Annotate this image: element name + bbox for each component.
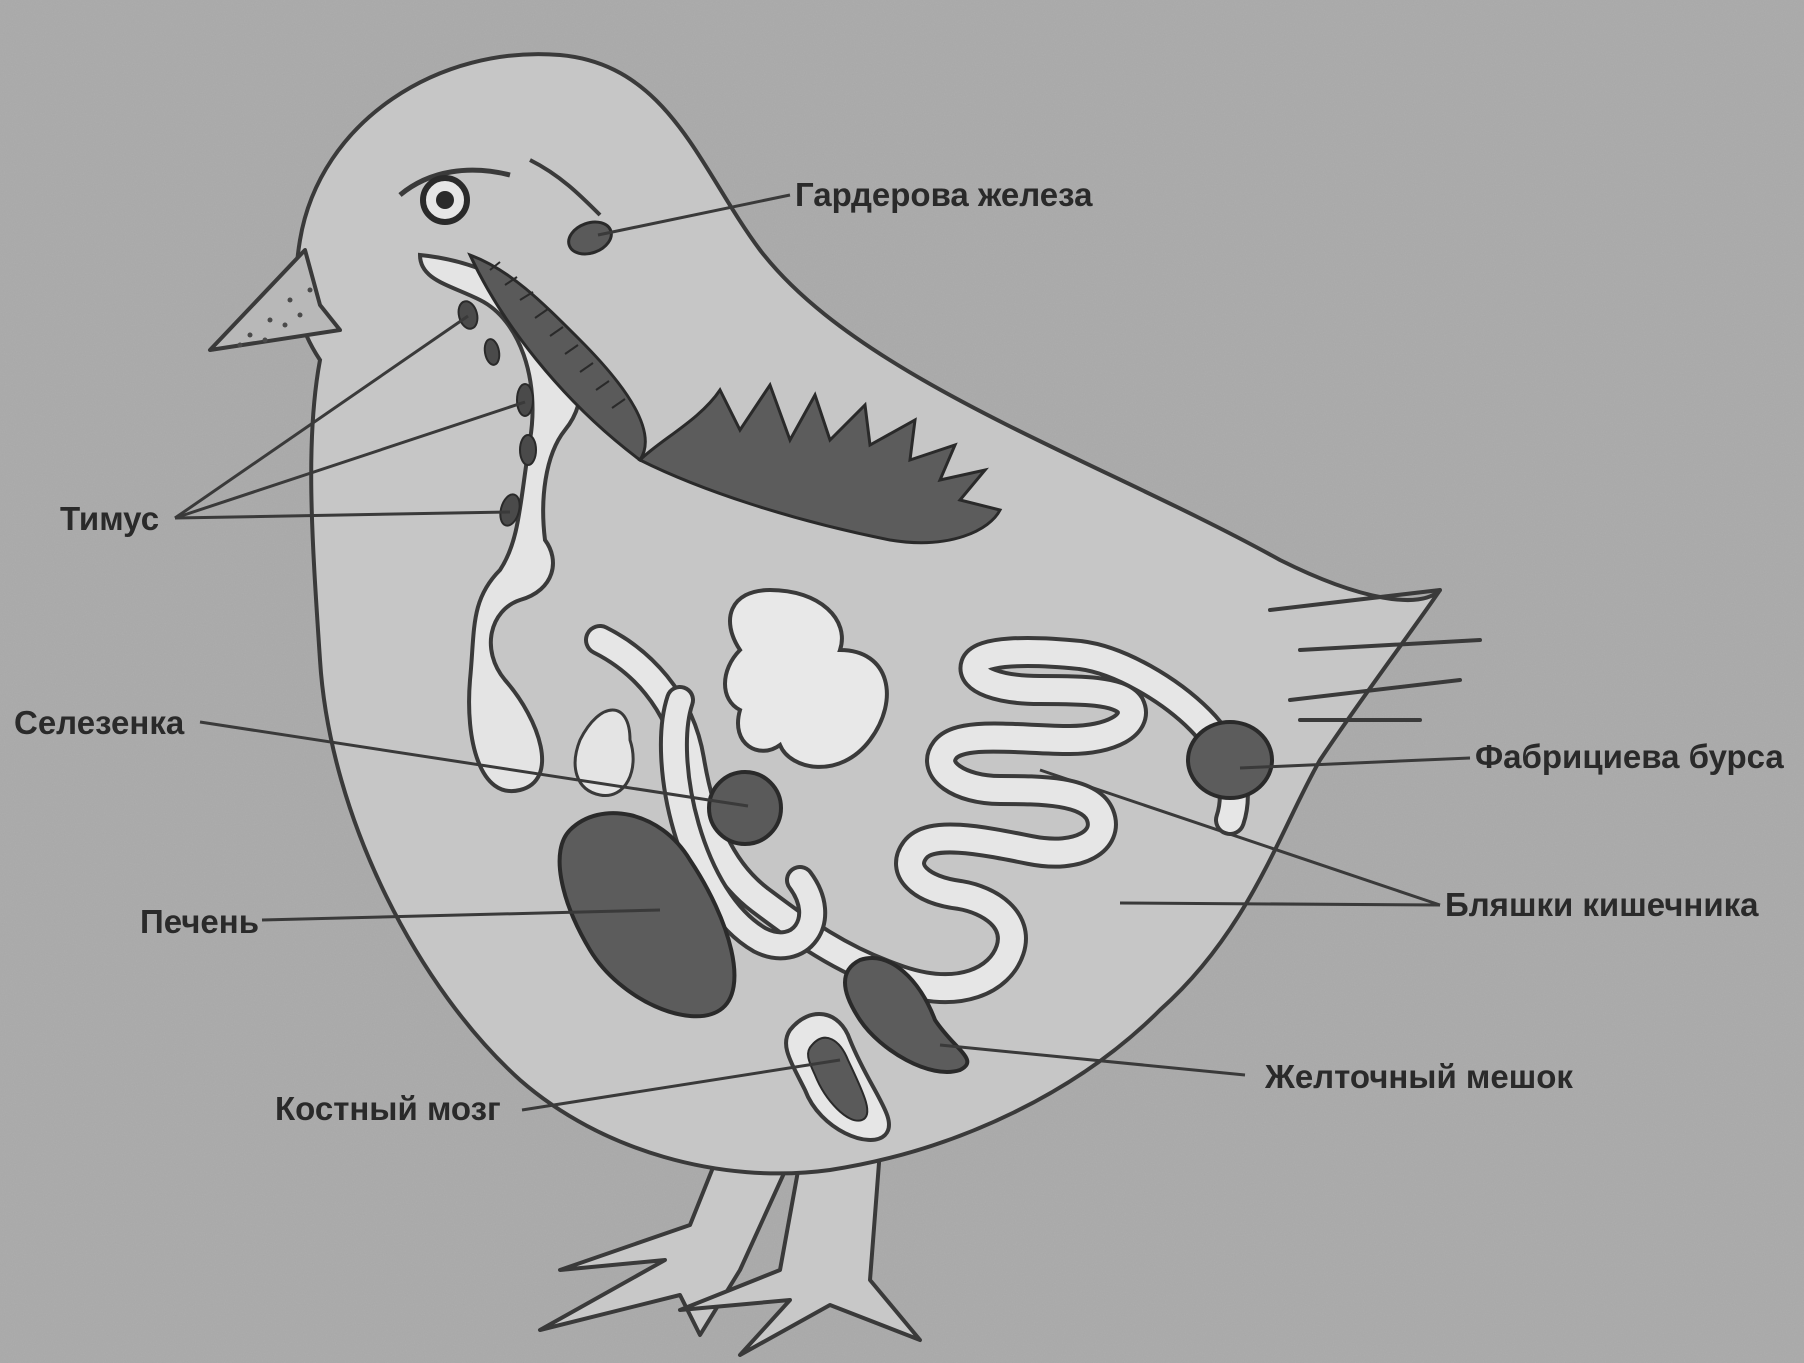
leader-patches-2 xyxy=(1120,903,1440,905)
bursa-shape xyxy=(1188,722,1272,798)
label-bone-marrow: Костный мозг xyxy=(275,1092,501,1125)
label-yolk-sac: Желточный мешок xyxy=(1265,1060,1573,1093)
spleen-shape xyxy=(709,772,781,844)
label-spleen: Селезенка xyxy=(14,706,184,739)
label-bursa: Фабрициева бурса xyxy=(1475,740,1784,773)
label-intestinal-patches: Бляшки кишечника xyxy=(1445,888,1759,921)
label-liver: Печень xyxy=(140,905,259,938)
label-harderian-gland: Гардерова железа xyxy=(795,178,1092,211)
label-thymus: Тимус xyxy=(60,502,159,535)
